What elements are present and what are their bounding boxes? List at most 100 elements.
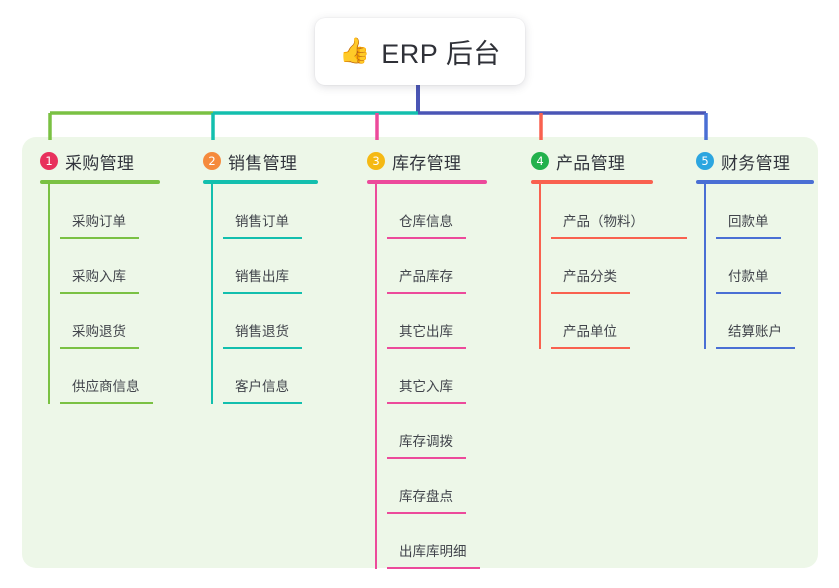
module-spine [539, 184, 541, 349]
module-item[interactable]: 产品库存 [379, 239, 487, 294]
module-title: 销售管理 [228, 153, 298, 173]
module-header-3[interactable]: 3 库存管理 [367, 148, 487, 174]
module-number-badge: 5 [696, 152, 714, 170]
module-title-rule [696, 180, 814, 184]
module-item-rule [716, 237, 781, 239]
module-column-4: 4 产品管理产品（物料） 产品分类产品单位 [531, 148, 687, 349]
module-item[interactable]: 客户信息 [215, 349, 318, 404]
module-item-rule [551, 292, 630, 294]
module-item[interactable]: 销售退货 [215, 294, 318, 349]
module-item[interactable]: 库存调拨 [379, 404, 487, 459]
module-item-label: 产品（物料） [563, 214, 644, 229]
module-number-badge: 3 [367, 152, 385, 170]
module-item-label: 销售退货 [235, 324, 289, 339]
module-column-5: 5 财务管理回款单付款单结算账户 [696, 148, 814, 349]
module-title-rule [203, 180, 318, 184]
thumbs-up-icon: 👍 [339, 37, 371, 65]
module-number-badge: 1 [40, 152, 58, 170]
module-item[interactable]: 其它出库 [379, 294, 487, 349]
module-item[interactable]: 采购退货 [52, 294, 160, 349]
module-item[interactable]: 销售订单 [215, 184, 318, 239]
module-spine [375, 184, 377, 569]
module-item[interactable]: 供应商信息 [52, 349, 160, 404]
module-number-badge: 4 [531, 152, 549, 170]
module-spine [48, 184, 50, 404]
module-item-rule [387, 512, 466, 514]
module-item[interactable]: 产品（物料） [543, 184, 687, 239]
module-item-rule [60, 402, 153, 404]
module-item-rule [387, 567, 480, 569]
module-item-list: 销售订单销售出库销售退货客户信息 [203, 184, 318, 404]
module-number-badge: 2 [203, 152, 221, 170]
module-item-label: 采购退货 [72, 324, 126, 339]
module-item[interactable]: 仓库信息 [379, 184, 487, 239]
module-header-1[interactable]: 1 采购管理 [40, 148, 160, 174]
root-node-title: ERP 后台 [381, 39, 501, 69]
module-item-label: 仓库信息 [399, 214, 453, 229]
module-item-rule [223, 237, 302, 239]
module-item[interactable]: 其它入库 [379, 349, 487, 404]
module-item-rule [223, 402, 302, 404]
module-item-label: 采购入库 [72, 269, 126, 284]
module-item-label: 回款单 [728, 214, 769, 229]
module-spine [704, 184, 706, 349]
module-item[interactable]: 采购订单 [52, 184, 160, 239]
module-item-label: 库存盘点 [399, 489, 453, 504]
module-item-label: 供应商信息 [72, 379, 140, 394]
root-node-content: 👍 ERP 后台 [339, 32, 501, 71]
module-item[interactable]: 付款单 [708, 239, 814, 294]
module-item-list: 仓库信息产品库存其它出库其它入库库存调拨库存盘点出库库明细 [367, 184, 487, 569]
module-item-label: 产品单位 [563, 324, 617, 339]
module-item-label: 销售出库 [235, 269, 289, 284]
module-item-rule [551, 347, 630, 349]
module-item-rule [387, 402, 466, 404]
root-node-card[interactable]: 👍 ERP 后台 [315, 18, 525, 85]
module-item[interactable]: 产品单位 [543, 294, 653, 349]
module-item[interactable]: 库存盘点 [379, 459, 487, 514]
module-item-label: 结算账户 [728, 324, 782, 339]
module-item-label: 产品库存 [399, 269, 453, 284]
module-item-rule [223, 292, 302, 294]
module-item-rule [387, 237, 466, 239]
module-item-rule [60, 347, 139, 349]
module-title: 产品管理 [556, 153, 626, 173]
module-item[interactable]: 结算账户 [708, 294, 814, 349]
module-item-list: 回款单付款单结算账户 [696, 184, 814, 349]
module-item[interactable]: 采购入库 [52, 239, 160, 294]
module-item-list: 采购订单采购入库采购退货供应商信息 [40, 184, 160, 404]
module-item-rule [60, 292, 139, 294]
module-item-rule [716, 292, 781, 294]
module-spine [211, 184, 213, 404]
module-column-3: 3 库存管理仓库信息产品库存其它出库其它入库库存调拨库存盘点出库库明细 [367, 148, 487, 569]
module-item[interactable]: 出库库明细 [379, 514, 487, 569]
module-item-label: 客户信息 [235, 379, 289, 394]
module-item-rule [223, 347, 302, 349]
module-item[interactable]: 回款单 [708, 184, 814, 239]
module-item-rule [387, 292, 466, 294]
module-item-label: 出库库明细 [399, 544, 467, 559]
module-title: 采购管理 [65, 153, 135, 173]
module-item-rule [60, 237, 139, 239]
module-column-1: 1 采购管理采购订单采购入库采购退货供应商信息 [40, 148, 160, 404]
module-header-2[interactable]: 2 销售管理 [203, 148, 318, 174]
module-title: 财务管理 [721, 153, 791, 173]
module-title-rule [531, 180, 653, 184]
module-column-2: 2 销售管理销售订单销售出库销售退货客户信息 [203, 148, 318, 404]
module-item-list: 产品（物料） 产品分类产品单位 [531, 184, 687, 349]
module-title-rule [40, 180, 160, 184]
module-item-label: 其它出库 [399, 324, 453, 339]
module-header-4[interactable]: 4 产品管理 [531, 148, 653, 174]
module-title-rule [367, 180, 487, 184]
module-item-rule [387, 457, 466, 459]
module-item[interactable]: 产品分类 [543, 239, 653, 294]
module-item-label: 采购订单 [72, 214, 126, 229]
module-item-rule [387, 347, 466, 349]
module-item-label: 付款单 [728, 269, 769, 284]
module-title: 库存管理 [392, 153, 462, 173]
module-item[interactable]: 销售出库 [215, 239, 318, 294]
module-item-label: 产品分类 [563, 269, 617, 284]
module-item-rule [716, 347, 795, 349]
modules-panel [22, 137, 818, 568]
module-header-5[interactable]: 5 财务管理 [696, 148, 814, 174]
